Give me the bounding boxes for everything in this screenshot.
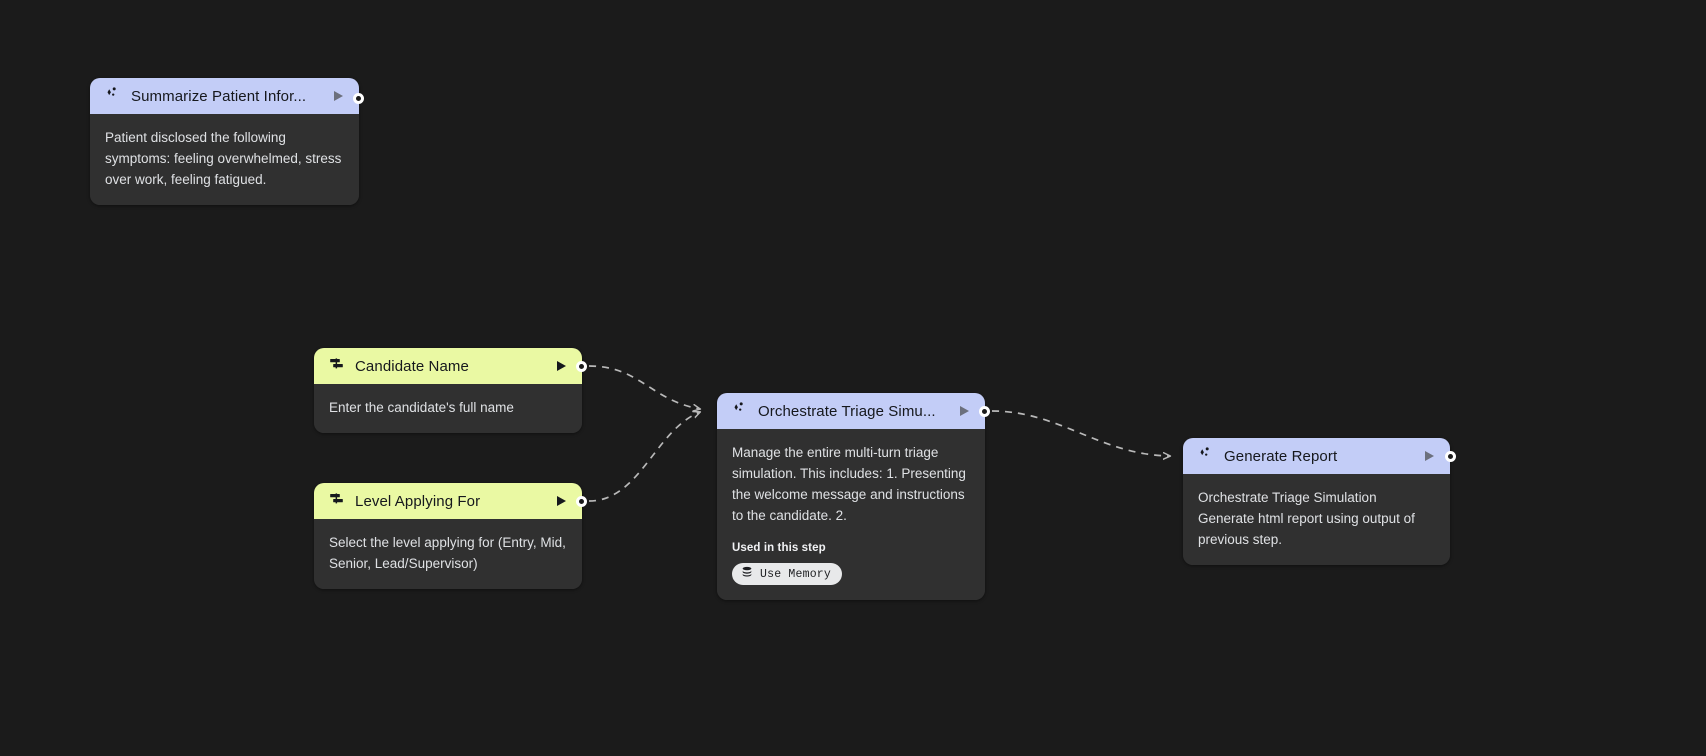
- node-header[interactable]: Orchestrate Triage Simu...: [717, 393, 985, 429]
- used-in-this-step-label: Used in this step: [732, 542, 826, 554]
- play-icon[interactable]: [960, 406, 969, 416]
- chip-use-memory[interactable]: Use Memory: [732, 563, 843, 585]
- input-field-icon: [328, 355, 345, 377]
- node-description: Select the level applying for (Entry, Mi…: [329, 535, 566, 571]
- node-description: Patient disclosed the following symptoms…: [105, 130, 342, 187]
- sparkle-icon: [1197, 445, 1214, 467]
- node-header[interactable]: Generate Report: [1183, 438, 1450, 474]
- node-description: Enter the candidate's full name: [329, 400, 514, 415]
- edge-level-applying-to-orchestrate[interactable]: [588, 412, 700, 502]
- node-description: Manage the entire multi-turn triage simu…: [732, 445, 966, 523]
- port-generate-report-output[interactable]: [1445, 451, 1456, 462]
- node-header[interactable]: Summarize Patient Infor...: [90, 78, 359, 114]
- node-orchestrate-triage-simulation[interactable]: Orchestrate Triage Simu... Manage the en…: [717, 393, 985, 600]
- edge-candidate-name-to-orchestrate[interactable]: [588, 365, 700, 409]
- node-header[interactable]: Level Applying For: [314, 483, 582, 519]
- node-body: Select the level applying for (Entry, Mi…: [314, 519, 582, 589]
- node-body: Orchestrate Triage Simulation Generate h…: [1183, 474, 1450, 565]
- node-summarize-patient-information[interactable]: Summarize Patient Infor... Patient discl…: [90, 78, 359, 205]
- node-title: Candidate Name: [355, 357, 469, 375]
- port-candidate-name-output[interactable]: [576, 361, 587, 372]
- node-body: Enter the candidate's full name: [314, 384, 582, 433]
- sparkle-icon: [104, 85, 121, 107]
- node-candidate-name[interactable]: Candidate Name Enter the candidate's ful…: [314, 348, 582, 433]
- node-title: Generate Report: [1224, 447, 1338, 465]
- sparkle-icon: [731, 400, 748, 422]
- node-header[interactable]: Candidate Name: [314, 348, 582, 384]
- used-chip-row: Use Memory: [732, 563, 970, 585]
- node-generate-report[interactable]: Generate Report Orchestrate Triage Simul…: [1183, 438, 1450, 565]
- node-description: Orchestrate Triage Simulation Generate h…: [1198, 490, 1415, 547]
- database-icon: [741, 566, 753, 582]
- node-level-applying-for[interactable]: Level Applying For Select the level appl…: [314, 483, 582, 589]
- edge-orchestrate-to-generate-report[interactable]: [991, 410, 1170, 456]
- play-icon[interactable]: [557, 361, 566, 371]
- play-icon[interactable]: [334, 91, 343, 101]
- play-icon[interactable]: [557, 496, 566, 506]
- port-orchestrate-output[interactable]: [979, 406, 990, 417]
- node-title: Orchestrate Triage Simu...: [758, 402, 936, 420]
- input-field-icon: [328, 490, 345, 512]
- play-icon[interactable]: [1425, 451, 1434, 461]
- chip-label: Use Memory: [760, 567, 832, 581]
- node-title: Summarize Patient Infor...: [131, 87, 307, 105]
- node-title: Level Applying For: [355, 492, 481, 510]
- port-level-applying-output[interactable]: [576, 496, 587, 507]
- node-body: Manage the entire multi-turn triage simu…: [717, 429, 985, 600]
- node-body: Patient disclosed the following symptoms…: [90, 114, 359, 205]
- port-summarize-output[interactable]: [353, 93, 364, 104]
